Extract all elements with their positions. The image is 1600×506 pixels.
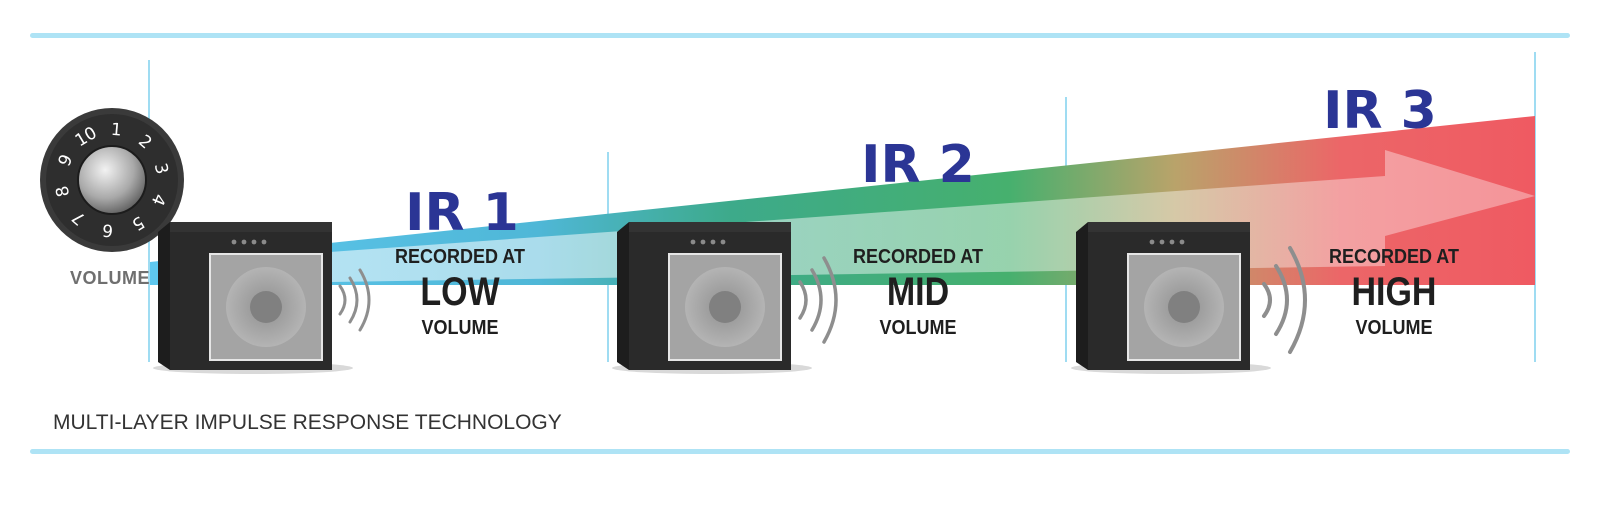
ir1-volume-label: VOLUME bbox=[422, 317, 499, 339]
ir2-volume-label: VOLUME bbox=[880, 317, 957, 339]
top-frame-line bbox=[30, 33, 1570, 38]
ir2-level: MID bbox=[887, 268, 949, 313]
amplifier-high bbox=[1071, 222, 1271, 374]
ir3-recorded-label: RECORDED AT bbox=[1329, 246, 1459, 268]
ir1-recorded-label: RECORDED AT bbox=[395, 246, 525, 268]
knob-number: 3 bbox=[150, 161, 172, 176]
ir3-title: IR 3 bbox=[1323, 81, 1437, 141]
amplifier-mid bbox=[612, 222, 812, 374]
ir2-recorded-label: RECORDED AT bbox=[853, 246, 983, 268]
knob-cap bbox=[77, 145, 147, 215]
ir1-title: IR 1 bbox=[405, 183, 519, 243]
ir3-level: HIGH bbox=[1352, 268, 1437, 313]
sound-waves-icon bbox=[1262, 246, 1307, 354]
ir2-title: IR 2 bbox=[861, 135, 975, 195]
amplifier-low bbox=[153, 222, 353, 374]
sound-waves-icon bbox=[798, 256, 838, 344]
knob-label: VOLUME bbox=[70, 268, 150, 288]
ir3-volume-label: VOLUME bbox=[1356, 317, 1433, 339]
footer-caption: MULTI-LAYER IMPULSE RESPONSE TECHNOLOGY bbox=[53, 411, 562, 434]
bottom-frame-line bbox=[30, 449, 1570, 454]
ir1-level: LOW bbox=[420, 268, 499, 313]
knob-number: 6 bbox=[101, 219, 114, 240]
knob-number: 1 bbox=[110, 120, 123, 141]
knob-number: 8 bbox=[52, 184, 74, 199]
sound-waves-icon bbox=[338, 268, 371, 332]
